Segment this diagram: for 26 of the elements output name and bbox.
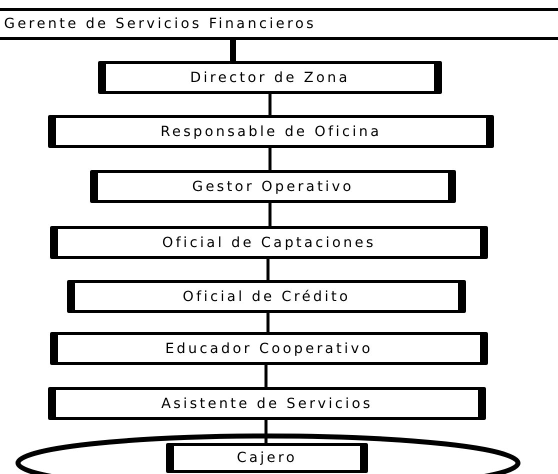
position-title: Asistente de Servicios [161, 396, 373, 412]
connector-line [266, 259, 270, 280]
position-box [50, 226, 488, 259]
connector-line [264, 420, 268, 443]
connector-line [230, 40, 236, 61]
position-title: Oficial de Crédito [182, 288, 350, 304]
position-title: Responsable de Oficina [160, 124, 382, 140]
connector-line [264, 365, 268, 387]
connector-line [268, 148, 272, 170]
position-title: Cajero [236, 450, 298, 466]
position-box [166, 443, 368, 473]
position-title: Educador Cooperativo [165, 340, 373, 356]
position-box [90, 170, 456, 203]
position-box [50, 332, 488, 365]
position-box [67, 280, 466, 313]
connector-line [268, 94, 272, 115]
position-title: Gerente de Servicios Financieros [4, 16, 316, 32]
position-box [48, 115, 494, 148]
position-title: Oficial de Captaciones [162, 234, 376, 250]
connector-line [268, 203, 272, 226]
position-box [48, 387, 486, 420]
position-title: Gestor Operativo [192, 178, 354, 194]
header-bar [0, 8, 558, 40]
connector-line [266, 313, 270, 332]
position-box [98, 61, 442, 94]
position-title: Director de Zona [190, 70, 350, 86]
